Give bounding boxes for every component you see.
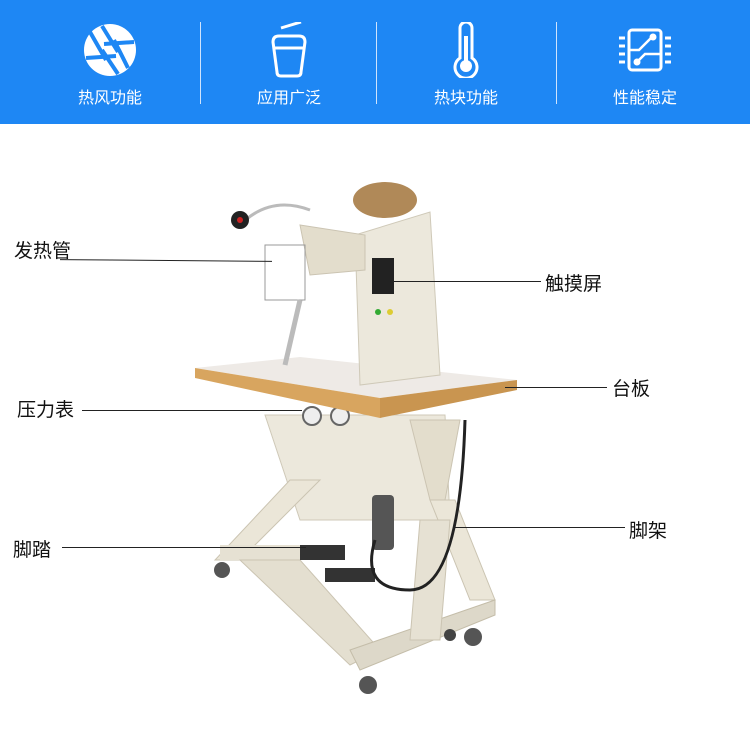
thermometer-icon xyxy=(453,22,479,78)
label-table-board: 台板 xyxy=(612,378,651,400)
leader-line xyxy=(455,527,625,528)
feature-stable: 性能稳定 xyxy=(565,0,725,124)
divider xyxy=(376,22,377,104)
feature-banner: 热风功能 应用广泛 热块功能 性能稳定 xyxy=(0,0,750,124)
label-heating-tube: 发热管 xyxy=(14,240,72,262)
feature-label: 性能稳定 xyxy=(612,88,677,107)
feature-hot-air: 热风功能 xyxy=(30,0,190,124)
circuit-chip-icon xyxy=(619,28,671,72)
machine-stand xyxy=(213,414,496,694)
aperture-icon xyxy=(84,24,136,76)
label-pressure-gauge: 压力表 xyxy=(17,399,75,421)
feature-label: 热风功能 xyxy=(77,88,142,107)
feature-label: 应用广泛 xyxy=(256,88,321,107)
leader-line xyxy=(505,387,607,388)
leader-line xyxy=(82,410,302,411)
welding-machine-photo xyxy=(195,182,517,694)
label-stand: 脚架 xyxy=(629,520,668,542)
cup-icon xyxy=(271,22,307,78)
table-board xyxy=(195,357,517,418)
leader-line xyxy=(62,547,306,548)
machine-head xyxy=(231,182,441,386)
label-foot-pedal: 脚踏 xyxy=(13,539,52,561)
pressure-gauges xyxy=(302,406,350,426)
feature-wide-use: 应用广泛 xyxy=(209,0,369,124)
leader-line xyxy=(393,281,541,282)
divider xyxy=(556,22,557,104)
touch-screen xyxy=(372,258,394,294)
label-touch-screen: 触摸屏 xyxy=(545,273,603,295)
feature-label: 热块功能 xyxy=(433,88,498,107)
feature-hot-block: 热块功能 xyxy=(386,0,546,124)
divider xyxy=(200,22,201,104)
